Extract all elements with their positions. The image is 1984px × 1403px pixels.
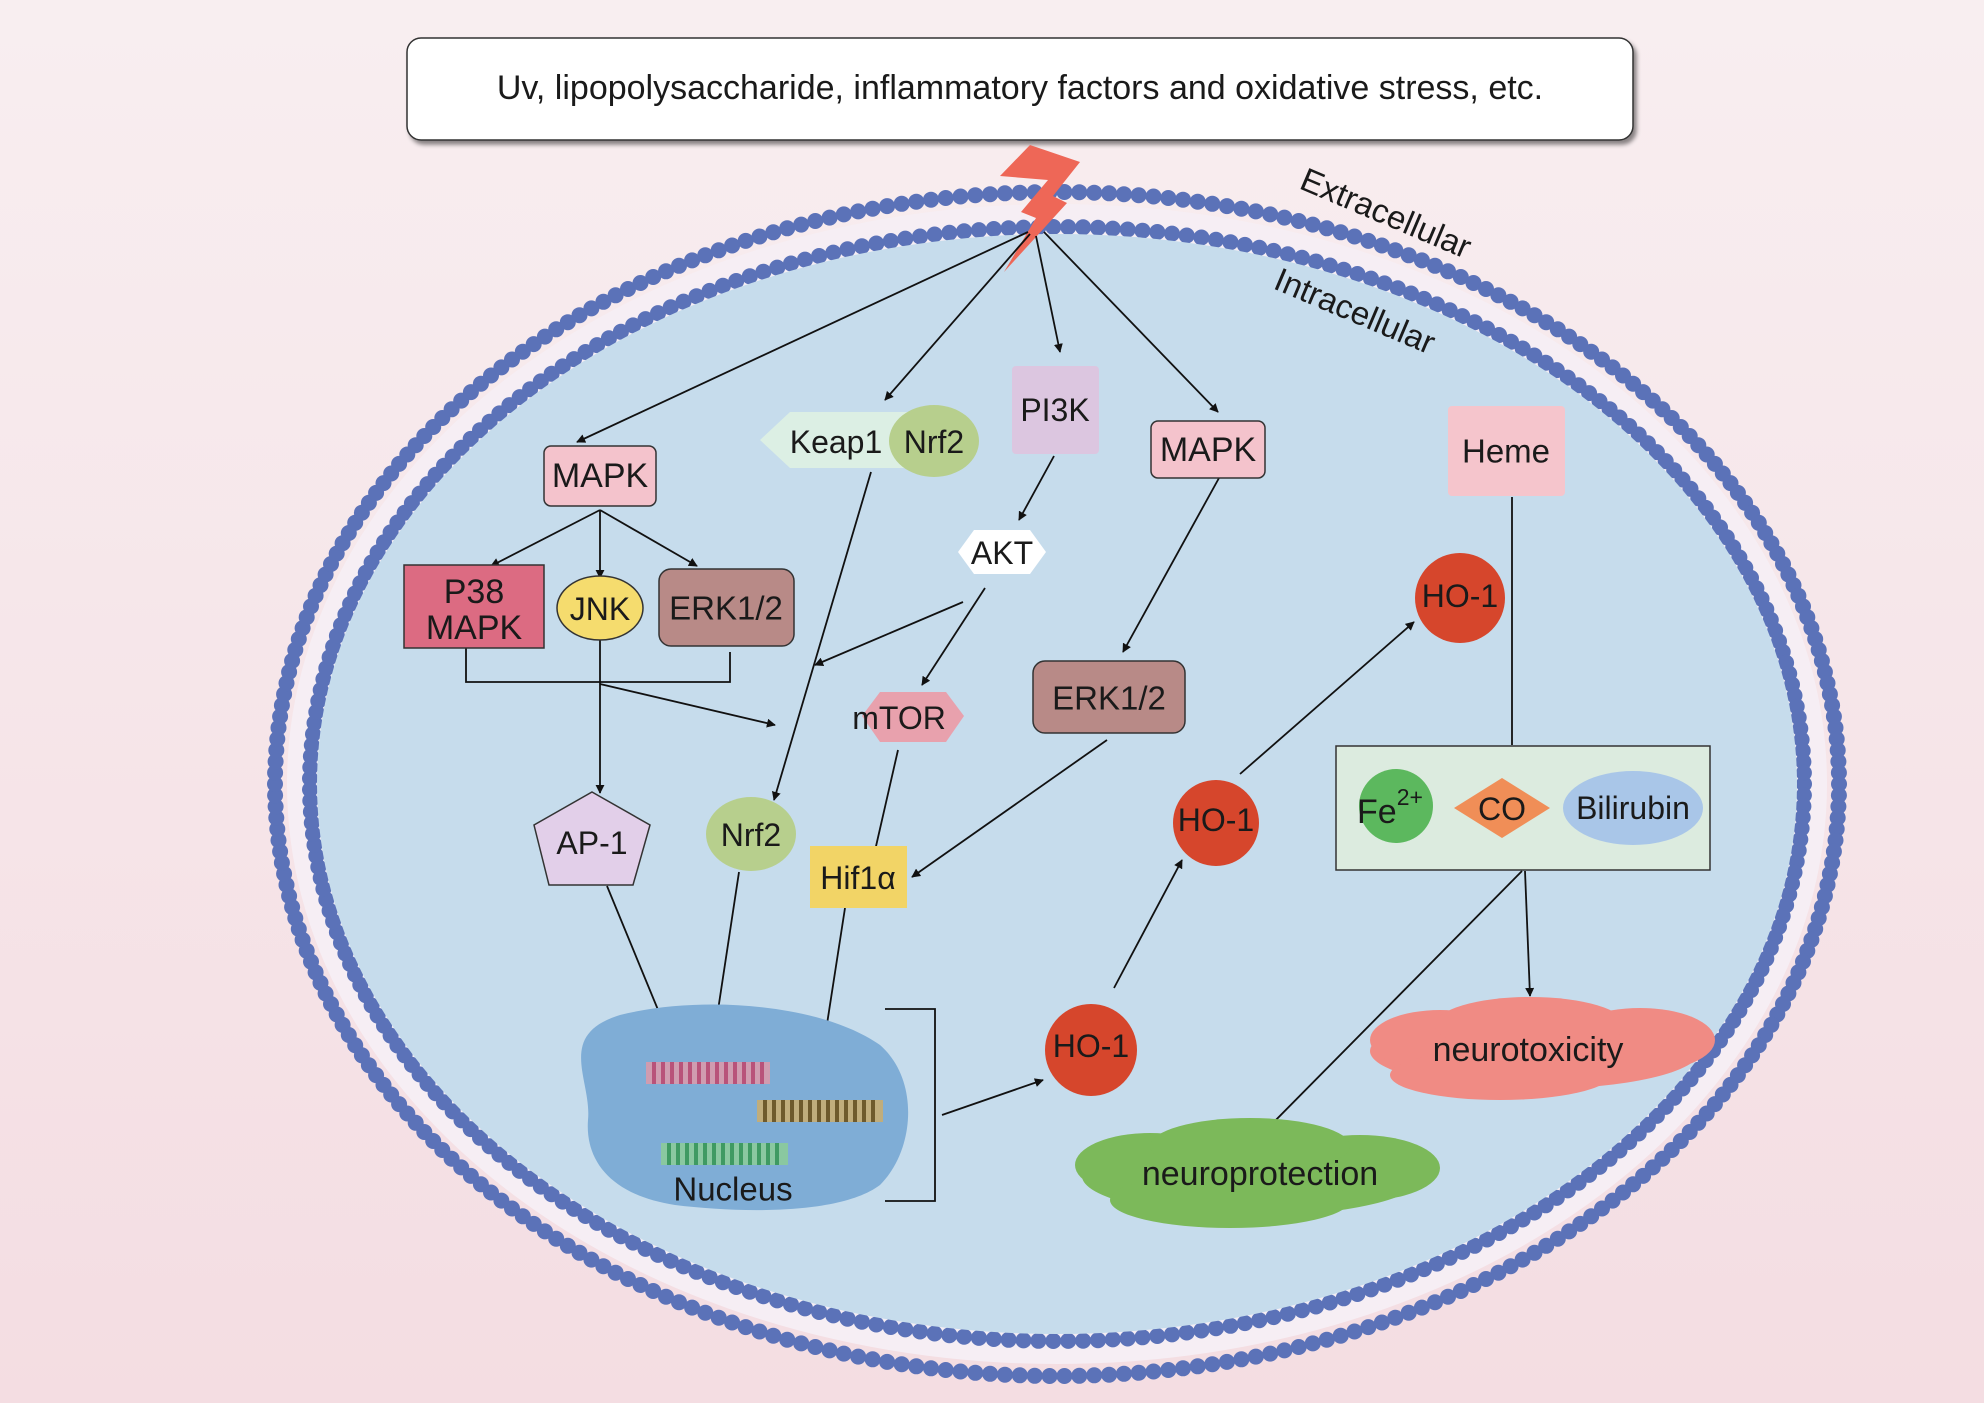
mapk-right-node: MAPK (1150, 420, 1266, 479)
fe-charge-label: 2+ (1397, 784, 1423, 810)
erk-left-label: ERK1/2 (669, 590, 783, 627)
heme-label: Heme (1462, 433, 1550, 470)
p38-label-line2: MAPK (426, 609, 523, 647)
mtor-node: mTOR (852, 692, 964, 742)
ho1-label-c: HO-1 (1422, 578, 1498, 614)
keap1-nrf2-complex: Keap1 Nrf2 (760, 405, 979, 477)
nucleus: Nucleus (581, 1004, 909, 1211)
neuroprotection-label: neuroprotection (1142, 1155, 1378, 1193)
jnk-label: JNK (570, 591, 630, 627)
ho1-node-middle: HO-1 (1173, 780, 1259, 866)
akt-label: AKT (971, 535, 1033, 571)
ap1-node: AP-1 (533, 791, 651, 886)
dna-strand-gold-icon (757, 1100, 883, 1122)
jnk-node: JNK (556, 575, 644, 641)
lightning-bolt-icon (1000, 145, 1080, 272)
ho1-label-b: HO-1 (1178, 802, 1254, 838)
stimulus-text: Uv, lipopolysaccharide, inflammatory fac… (497, 69, 1543, 107)
pi3k-node: PI3K (1012, 366, 1099, 454)
erk-left-node: ERK1/2 (658, 568, 795, 647)
nrf2-complex-label: Nrf2 (904, 424, 964, 460)
p38-mapk-node: P38 MAPK (403, 564, 545, 649)
bilirubin-label: Bilirubin (1576, 790, 1690, 826)
erk-right-label: ERK1/2 (1052, 680, 1166, 717)
mapk-right-label: MAPK (1160, 431, 1257, 469)
erk-right-node: ERK1/2 (1032, 660, 1186, 734)
co-node: CO (1454, 778, 1550, 838)
ap1-label: AP-1 (556, 825, 627, 861)
hif1a-node: Hif1α (810, 846, 907, 908)
hif1a-label: Hif1α (820, 860, 895, 896)
akt-node: AKT (958, 530, 1046, 574)
dna-strand-green-icon (661, 1143, 788, 1165)
fe-label: Fe (1357, 793, 1397, 831)
nrf2-label: Nrf2 (721, 817, 781, 853)
neuroprotection-cloud: neuroprotection (1075, 1118, 1440, 1228)
dna-strand-pink-icon (646, 1062, 770, 1084)
neurotoxicity-cloud: neurotoxicity (1370, 997, 1715, 1100)
fe2-node: Fe2+ (1357, 769, 1433, 843)
mtor-label: mTOR (852, 700, 946, 736)
ho1-node-top: HO-1 (1415, 553, 1505, 643)
co-label: CO (1478, 791, 1526, 827)
ho1-node-nuclear: HO-1 (1045, 1004, 1137, 1096)
nucleus-label: Nucleus (673, 1171, 792, 1208)
bilirubin-node: Bilirubin (1563, 771, 1703, 845)
stimulus-box: Uv, lipopolysaccharide, inflammatory fac… (406, 37, 1634, 141)
svg-text:Fe2+: Fe2+ (1357, 784, 1423, 831)
pi3k-label: PI3K (1020, 392, 1089, 428)
keap1-label: Keap1 (790, 424, 883, 460)
nrf2-node: Nrf2 (706, 797, 796, 871)
heme-node: Heme (1448, 406, 1565, 496)
neurotoxicity-label: neurotoxicity (1433, 1031, 1624, 1069)
mapk-left-node: MAPK (543, 445, 657, 507)
ho1-label-a: HO-1 (1053, 1028, 1129, 1064)
mapk-left-label: MAPK (552, 457, 649, 495)
p38-label-line1: P38 (444, 573, 505, 611)
heme-products-box: Fe2+ CO Bilirubin (1335, 745, 1711, 871)
